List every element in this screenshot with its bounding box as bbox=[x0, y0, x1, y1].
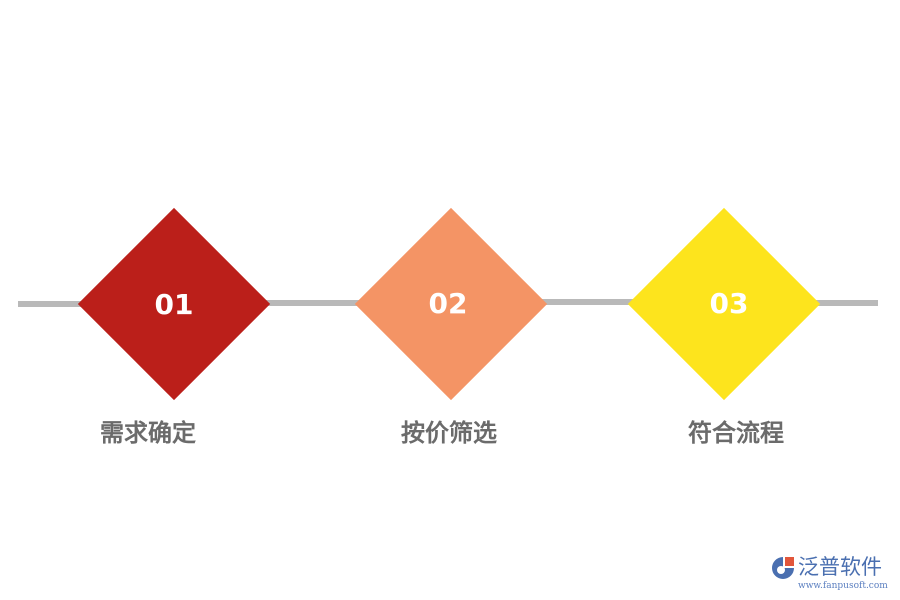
brand-logo: 泛普软件 www.fanpusoft.com bbox=[770, 553, 895, 593]
brand-logo-url: www.fanpusoft.com bbox=[798, 581, 888, 591]
timeline-line-1-2 bbox=[258, 300, 366, 306]
brand-logo-icon bbox=[772, 557, 794, 579]
step-1-number: 01 bbox=[154, 288, 194, 321]
step-3-number: 03 bbox=[709, 287, 749, 320]
step-1-label: 需求确定 bbox=[100, 419, 196, 447]
timeline-line-2-3 bbox=[535, 299, 638, 305]
timeline-line-right bbox=[808, 300, 878, 306]
step-2-number: 02 bbox=[428, 287, 468, 320]
timeline-line-left bbox=[18, 301, 88, 307]
step-2-label: 按价筛选 bbox=[401, 419, 497, 447]
brand-logo-name: 泛普软件 bbox=[798, 555, 882, 579]
step-3-label: 符合流程 bbox=[688, 419, 784, 447]
